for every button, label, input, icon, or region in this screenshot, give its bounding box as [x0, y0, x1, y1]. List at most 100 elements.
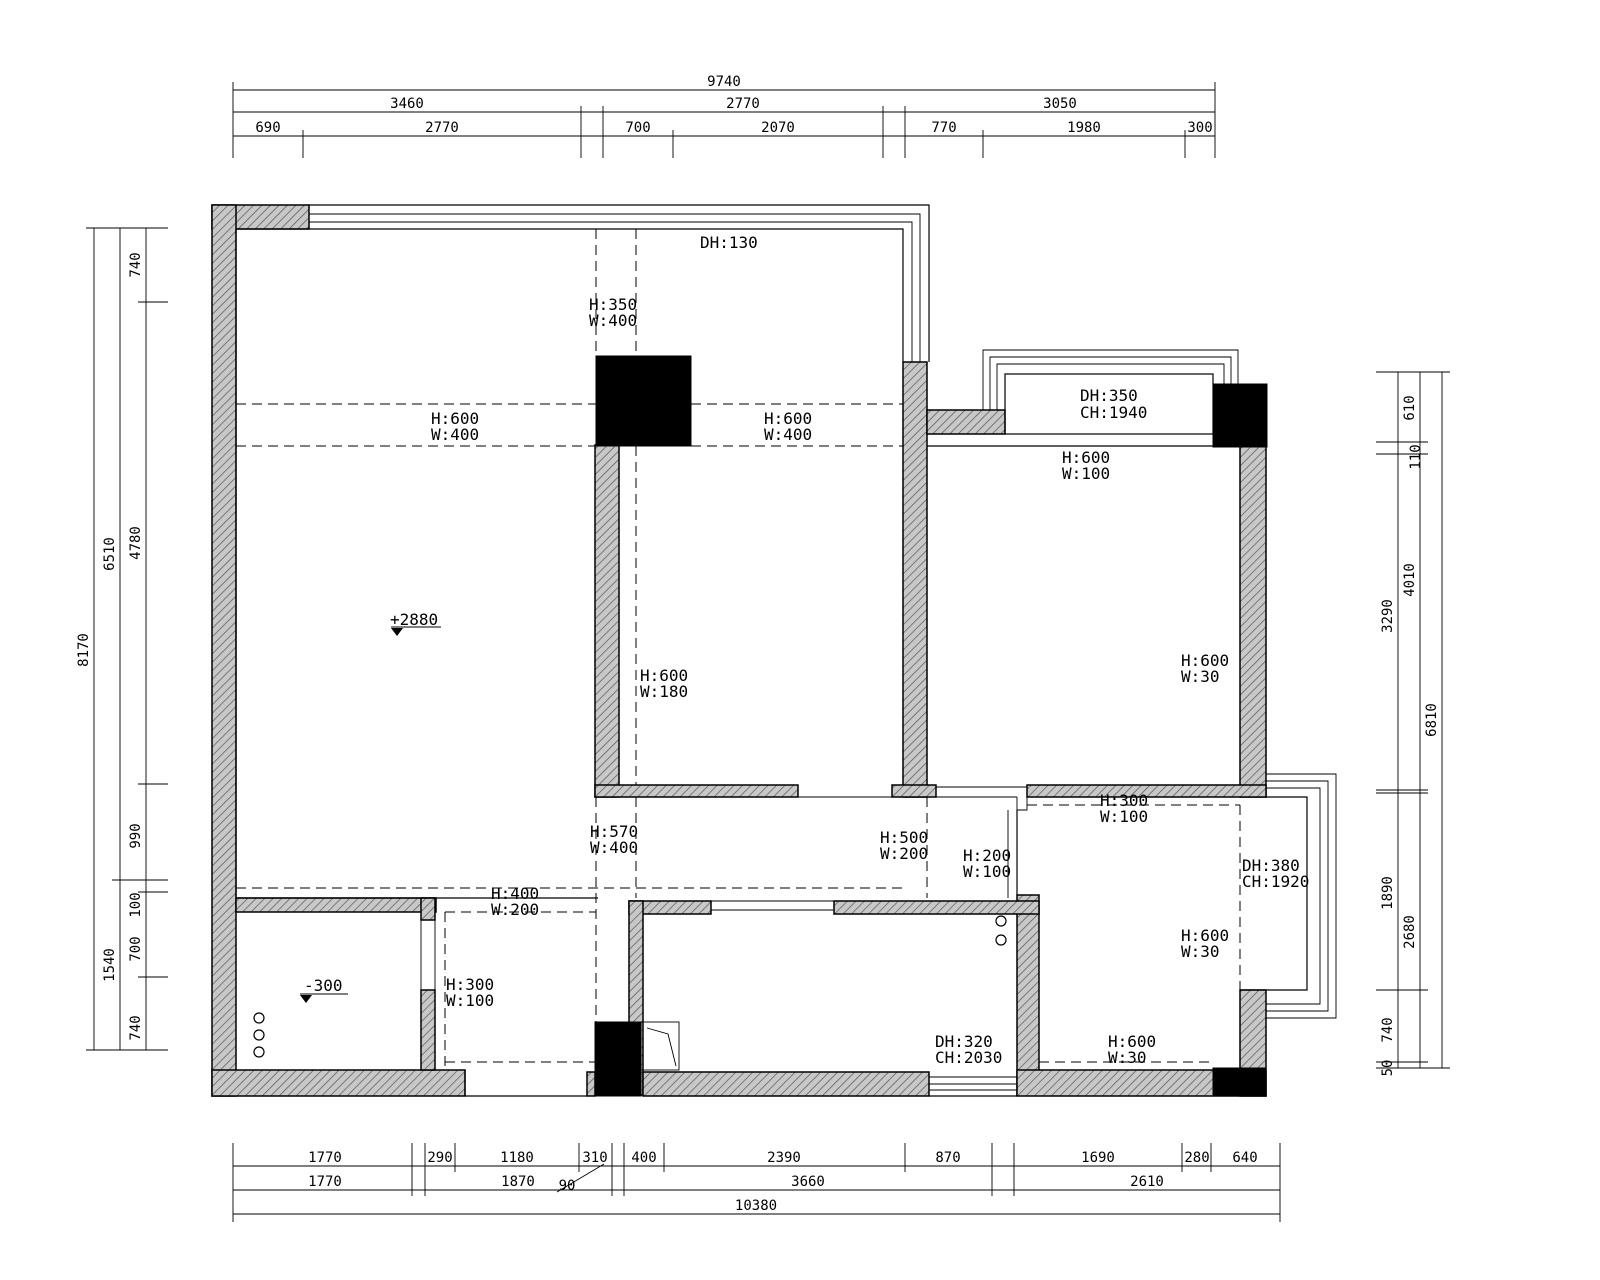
dim-right-mid-2: 1890 [1380, 876, 1396, 910]
dim-bottom-overall: 10380 [735, 1198, 777, 1214]
label-w30a: W:30 [1181, 667, 1220, 686]
label-dh380: DH:380 [1242, 856, 1300, 875]
column-bottom-right [1212, 1067, 1267, 1097]
level-marker-main [391, 628, 403, 636]
dim-bottom-seg-5: 2610 [1130, 1174, 1164, 1190]
dim-top-seg-1: 3460 [390, 96, 424, 112]
label-h600g: H:600 [1108, 1032, 1156, 1051]
level-marker-low [300, 995, 312, 1003]
dim-right-detail-4: 2680 [1402, 915, 1418, 949]
label-h300a: H:300 [1100, 791, 1148, 810]
label-h600a: H:600 [431, 409, 479, 428]
dim-left-detail-6: 740 [128, 1015, 144, 1040]
dim-right-detail-6: 50 [1380, 1060, 1396, 1077]
drain-circle [253, 1046, 265, 1058]
dim-left-detail-1: 740 [128, 252, 144, 277]
dim-left-detail-2: 4780 [128, 526, 144, 560]
label-dh350: DH:350 [1080, 386, 1138, 405]
dim-top-detail-2: 2770 [425, 120, 459, 136]
wall-bath-top [235, 897, 437, 913]
wall-left [211, 204, 237, 1097]
dim-bottom-seg-1: 1770 [308, 1174, 342, 1190]
dim-left-mid-1: 6510 [102, 537, 118, 571]
kitchen-appliance [640, 1021, 680, 1071]
label-w200b: W:200 [491, 900, 539, 919]
drain-circle [253, 1029, 265, 1041]
column-top-right [1212, 383, 1268, 448]
dim-top-seg-2: 2770 [726, 96, 760, 112]
label-ch1940: CH:1940 [1080, 403, 1147, 422]
drain-circle [995, 915, 1007, 927]
bay-window-top [1004, 373, 1214, 435]
walls [211, 204, 1267, 1097]
annotations: DH:130 H:350 W:400 H:600 W:400 H:600 W:4… [304, 233, 1309, 1067]
label-ch1920: CH:1920 [1242, 872, 1309, 891]
columns [594, 355, 1268, 1097]
label-w200a: W:200 [880, 844, 928, 863]
label-h570: H:570 [590, 822, 638, 841]
dim-bottom-detail-1: 1770 [308, 1150, 342, 1166]
wall-mid-2 [902, 361, 928, 798]
level-markers [300, 626, 441, 1003]
dim-top-detail-4: 2070 [761, 120, 795, 136]
label-w400a: W:400 [589, 311, 637, 330]
wall-bottom-left [211, 1069, 466, 1097]
dim-right-detail-1: 610 [1402, 395, 1418, 420]
dim-left-overall: 8170 [76, 633, 92, 667]
label-w30c: W:30 [1108, 1048, 1147, 1067]
label-w100b: W:100 [1100, 807, 1148, 826]
left-dimensions: 8170 6510 1540 740 4780 990 100 700 740 [76, 227, 168, 1051]
label-h500: H:500 [880, 828, 928, 847]
label-h200: H:200 [963, 846, 1011, 865]
top-dimensions: 9740 3460 2770 3050 690 2770 700 2070 77… [232, 74, 1216, 158]
column-kitchen [594, 1021, 642, 1097]
label-w400b: W:400 [431, 425, 479, 444]
wall-mid-2-foot [891, 784, 937, 798]
wall-bed3-top [1026, 784, 1267, 798]
outlines [235, 204, 1337, 1097]
dim-bottom-detail-7: 870 [935, 1150, 960, 1166]
label-h600e: H:600 [1181, 651, 1229, 670]
label-dh320: DH:320 [935, 1032, 993, 1051]
dim-bottom-detail-4: 310 [582, 1150, 607, 1166]
wall-bath-right-bottom [420, 989, 436, 1071]
wall-bed3-left [1016, 894, 1040, 1096]
wall-right-upper [1239, 445, 1267, 798]
label-h600b: H:600 [764, 409, 812, 428]
dim-bottom-detail-3: 1180 [500, 1150, 534, 1166]
dim-bottom-detail-8: 1690 [1081, 1150, 1115, 1166]
level-main: +2880 [390, 610, 438, 629]
right-dimensions: 6810 3290 1890 610 110 4010 2680 740 50 [1376, 371, 1450, 1077]
label-w400d: W:400 [590, 838, 638, 857]
dim-bottom-detail-10: 640 [1232, 1150, 1257, 1166]
dim-left-mid-2: 1540 [102, 948, 118, 982]
column-center [595, 355, 692, 447]
label-h600d: H:600 [640, 666, 688, 685]
dim-bottom-detail-5: 400 [631, 1150, 656, 1166]
wall-mid-1 [594, 444, 620, 798]
level-low: -300 [304, 976, 343, 995]
label-h350: H:350 [589, 295, 637, 314]
label-w180: W:180 [640, 682, 688, 701]
label-w400c: W:400 [764, 425, 812, 444]
wall-bed1-bottom [594, 784, 799, 798]
wall-kitchen-bottom-stub [586, 1071, 596, 1097]
label-w100a: W:100 [1062, 464, 1110, 483]
wall-bed2-top [926, 409, 1006, 435]
bottom-dimensions: 1770 290 1180 310 400 2390 870 1690 280 … [232, 1143, 1281, 1222]
fixtures [253, 915, 1007, 1058]
dim-right-detail-3: 4010 [1402, 563, 1418, 597]
label-h600c: H:600 [1062, 448, 1110, 467]
dim-top-detail-6: 1980 [1067, 120, 1101, 136]
dim-top-detail-5: 770 [931, 120, 956, 136]
drain-circle [253, 1012, 265, 1024]
dim-top-detail-3: 700 [625, 120, 650, 136]
drain-circle [995, 934, 1007, 946]
dim-bottom-seg-2: 1870 [501, 1174, 535, 1190]
wall-bath-right-top [420, 897, 436, 921]
dim-left-detail-5: 700 [128, 936, 144, 961]
beam-lines [236, 229, 1241, 1070]
label-w30b: W:30 [1181, 942, 1220, 961]
wall-kitchen-bottom [642, 1071, 930, 1097]
